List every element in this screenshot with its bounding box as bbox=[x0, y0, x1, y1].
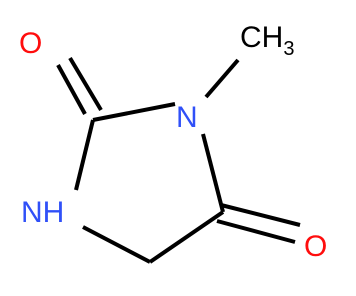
atom-n3: N bbox=[176, 101, 198, 134]
atom-o-right: O bbox=[304, 230, 327, 263]
bond-c2-n1 bbox=[74, 119, 95, 191]
methyl-subscript: 3 bbox=[283, 38, 294, 60]
atom-o-left: O bbox=[19, 27, 42, 60]
bond-c2-n3 bbox=[92, 102, 176, 122]
atom-labels: O N NH O CH3 bbox=[19, 21, 327, 263]
bond-c4-o-right-b bbox=[216, 219, 296, 244]
atom-methyl: CH3 bbox=[240, 21, 294, 60]
bonds bbox=[56, 56, 301, 264]
bond-n1-c5 bbox=[82, 225, 151, 264]
bond-c4-o-right-a bbox=[220, 203, 301, 227]
bond-c2-o-left-a bbox=[56, 64, 87, 115]
atom-nh: NH bbox=[21, 196, 64, 229]
bond-c5-c4 bbox=[148, 210, 225, 264]
methyl-ch-text: CH bbox=[240, 21, 283, 54]
bond-n3-methyl bbox=[204, 58, 240, 99]
bond-c2-o-left-b bbox=[68, 56, 103, 112]
bond-c4-n3 bbox=[201, 133, 225, 213]
